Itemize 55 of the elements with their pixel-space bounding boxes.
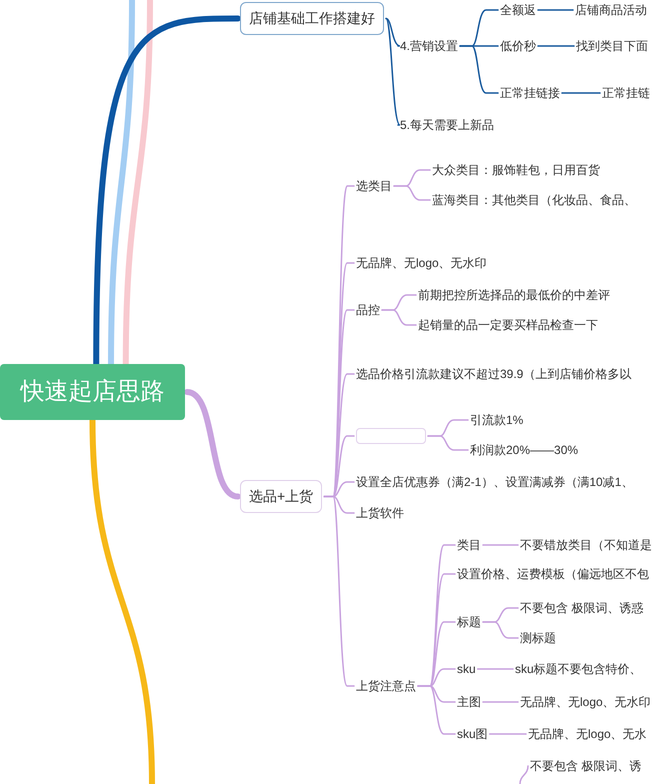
topic-text: 测标题 bbox=[520, 630, 556, 646]
connector-line bbox=[482, 701, 519, 703]
topic-text: 引流款1% bbox=[470, 412, 524, 428]
connector-line bbox=[393, 185, 431, 201]
connector-line bbox=[108, 0, 135, 367]
topic-text: 不要包含 极限词、诱 bbox=[530, 758, 642, 774]
topic-text: 店铺商品活动 bbox=[575, 2, 647, 18]
topic-text: 无品牌、无logo、无水印 bbox=[356, 255, 487, 271]
connector-line bbox=[381, 309, 417, 326]
topic-text: 起销量的品一定要买样品检查一下 bbox=[418, 317, 598, 333]
topic-text: 上货软件 bbox=[356, 505, 404, 521]
topic-text: 设置价格、运费模板（偏远地区不包 bbox=[457, 566, 649, 582]
topic-text: 无品牌、无logo、无水 bbox=[528, 726, 647, 742]
connector-line bbox=[93, 16, 241, 367]
connector-line bbox=[482, 544, 519, 546]
topic-text: 上货注意点 bbox=[356, 678, 416, 694]
topic-text: sku图 bbox=[457, 726, 488, 742]
connector-line bbox=[122, 0, 153, 367]
connector-line bbox=[385, 18, 401, 47]
connector-line bbox=[519, 765, 529, 784]
connector-line bbox=[385, 18, 401, 126]
branch-topic-box: 店铺基础工作搭建好 bbox=[240, 2, 384, 35]
connector-line bbox=[537, 9, 574, 11]
topic-text: 全额返 bbox=[500, 2, 536, 18]
branch-topic-box: 选品+上货 bbox=[240, 480, 322, 513]
topic-text: 选类目 bbox=[356, 178, 392, 194]
topic-text: 无品牌、无logo、无水印 bbox=[520, 694, 651, 710]
topic-text: 正常挂链接 bbox=[500, 85, 560, 101]
topic-text: 不要包含 极限词、诱惑 bbox=[520, 600, 644, 616]
connector-line bbox=[537, 45, 575, 47]
topic-text: 标题 bbox=[457, 614, 481, 630]
connector-line bbox=[184, 389, 241, 500]
topic-text: 4.营销设置 bbox=[400, 38, 458, 54]
topic-text: 利润款20%——30% bbox=[470, 442, 578, 458]
connector-line bbox=[90, 417, 155, 784]
topic-text: 前期把控所选择品的最低价的中差评 bbox=[418, 287, 610, 303]
topic-text: 找到类目下面 bbox=[576, 38, 648, 54]
connector-line bbox=[561, 92, 601, 94]
topic-text: 低价秒 bbox=[500, 38, 536, 54]
topic-text: 正常挂链 bbox=[602, 85, 650, 101]
topic-text: 不要错放类目（不知道是 bbox=[520, 537, 652, 553]
connector-line bbox=[488, 733, 527, 735]
connector-line bbox=[427, 435, 469, 451]
connector-line bbox=[417, 685, 456, 735]
connector-line bbox=[482, 621, 519, 639]
central-topic-box: 快速起店思路 bbox=[0, 364, 185, 420]
topic-text: 选品价格引流款建议不超过39.9（上到店铺价格多以 bbox=[356, 366, 632, 382]
empty-topic-box bbox=[356, 428, 426, 444]
topic-text: 大众类目：服饰鞋包，日用百货 bbox=[432, 162, 600, 178]
connector-line bbox=[459, 45, 499, 94]
topic-text: 主图 bbox=[457, 694, 481, 710]
topic-text: 品控 bbox=[356, 302, 380, 318]
connector-line bbox=[476, 668, 514, 670]
topic-text: 5.每天需要上新品 bbox=[400, 117, 494, 133]
topic-text: 类目 bbox=[457, 537, 481, 553]
